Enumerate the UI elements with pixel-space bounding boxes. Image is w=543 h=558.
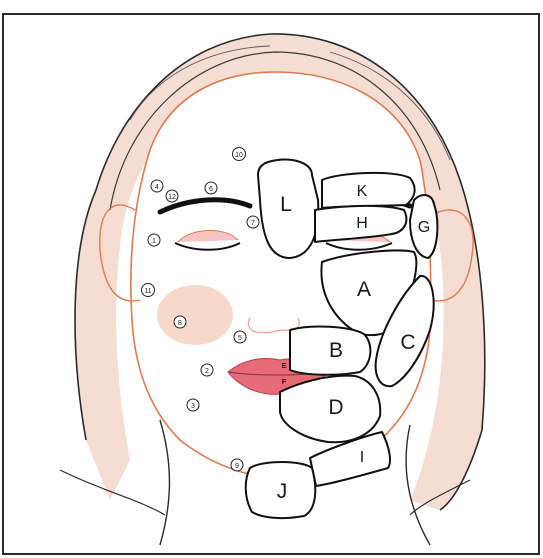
point-10: 10 [235, 152, 243, 159]
point-1: 1 [152, 238, 156, 245]
region-k-shape [322, 173, 415, 208]
point-7: 7 [251, 220, 255, 227]
region-label-b: B [329, 339, 343, 362]
point-11: 11 [144, 288, 151, 295]
region-label-k: K [357, 183, 368, 200]
region-label-e: E [281, 361, 286, 370]
region-label-d: D [328, 396, 343, 419]
region-label-h: H [356, 215, 368, 232]
region-label-g: G [418, 219, 430, 236]
region-label-f: F [282, 377, 287, 386]
region-label-j: J [277, 480, 288, 503]
region-label-c: C [400, 331, 415, 354]
point-9: 9 [235, 463, 239, 470]
region-label-l: L [280, 193, 292, 216]
point-8: 8 [178, 320, 182, 327]
point-4: 4 [155, 184, 159, 191]
point-12: 12 [168, 194, 176, 201]
region-label-a: A [357, 278, 371, 301]
region-label-i: I [360, 449, 364, 466]
point-3: 3 [191, 403, 195, 410]
left-cheek-blush [157, 285, 233, 345]
point-6: 6 [209, 186, 213, 193]
point-5: 5 [238, 335, 242, 342]
point-2: 2 [205, 368, 209, 375]
